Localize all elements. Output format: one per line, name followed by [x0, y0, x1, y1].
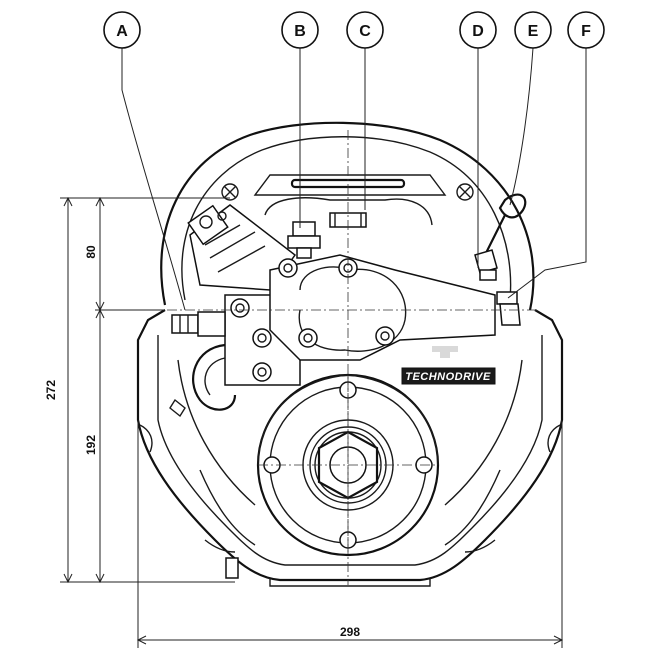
callout-c: C: [346, 11, 384, 49]
output-flange: [225, 373, 440, 579]
centerlines: [95, 130, 540, 585]
callout-d: D: [459, 11, 497, 49]
callout-f-label: F: [581, 23, 591, 40]
callout-f: F: [567, 11, 605, 49]
gearbox-housing: [136, 121, 564, 587]
callout-a: A: [103, 11, 141, 49]
right-fitting: [496, 291, 521, 326]
callout-e-label: E: [528, 23, 539, 40]
callout-a-label: A: [116, 23, 128, 40]
callout-b: B: [281, 11, 319, 49]
top-inspection-cover: [253, 174, 447, 228]
callout-leaders: [121, 47, 587, 311]
dimension-upper-offset: 80: [84, 245, 98, 259]
brand-text: TECHNODRIVE: [405, 371, 491, 383]
dimension-lower-height: 192: [84, 435, 98, 455]
callout-b-label: B: [294, 23, 306, 40]
dipstick-and-fitting: [474, 193, 527, 281]
dimension-lines: [60, 196, 564, 648]
brand-plate: TECHNODRIVE: [401, 346, 496, 385]
callout-e: E: [514, 11, 552, 49]
top-fitting: [287, 221, 321, 259]
dimension-total-height: 272: [44, 380, 58, 400]
valve-block: [169, 204, 496, 418]
callout-c-label: C: [359, 23, 371, 40]
bell-bolt-holes: [221, 183, 474, 201]
callout-d-label: D: [472, 23, 484, 40]
dimension-width: 298: [340, 625, 360, 639]
